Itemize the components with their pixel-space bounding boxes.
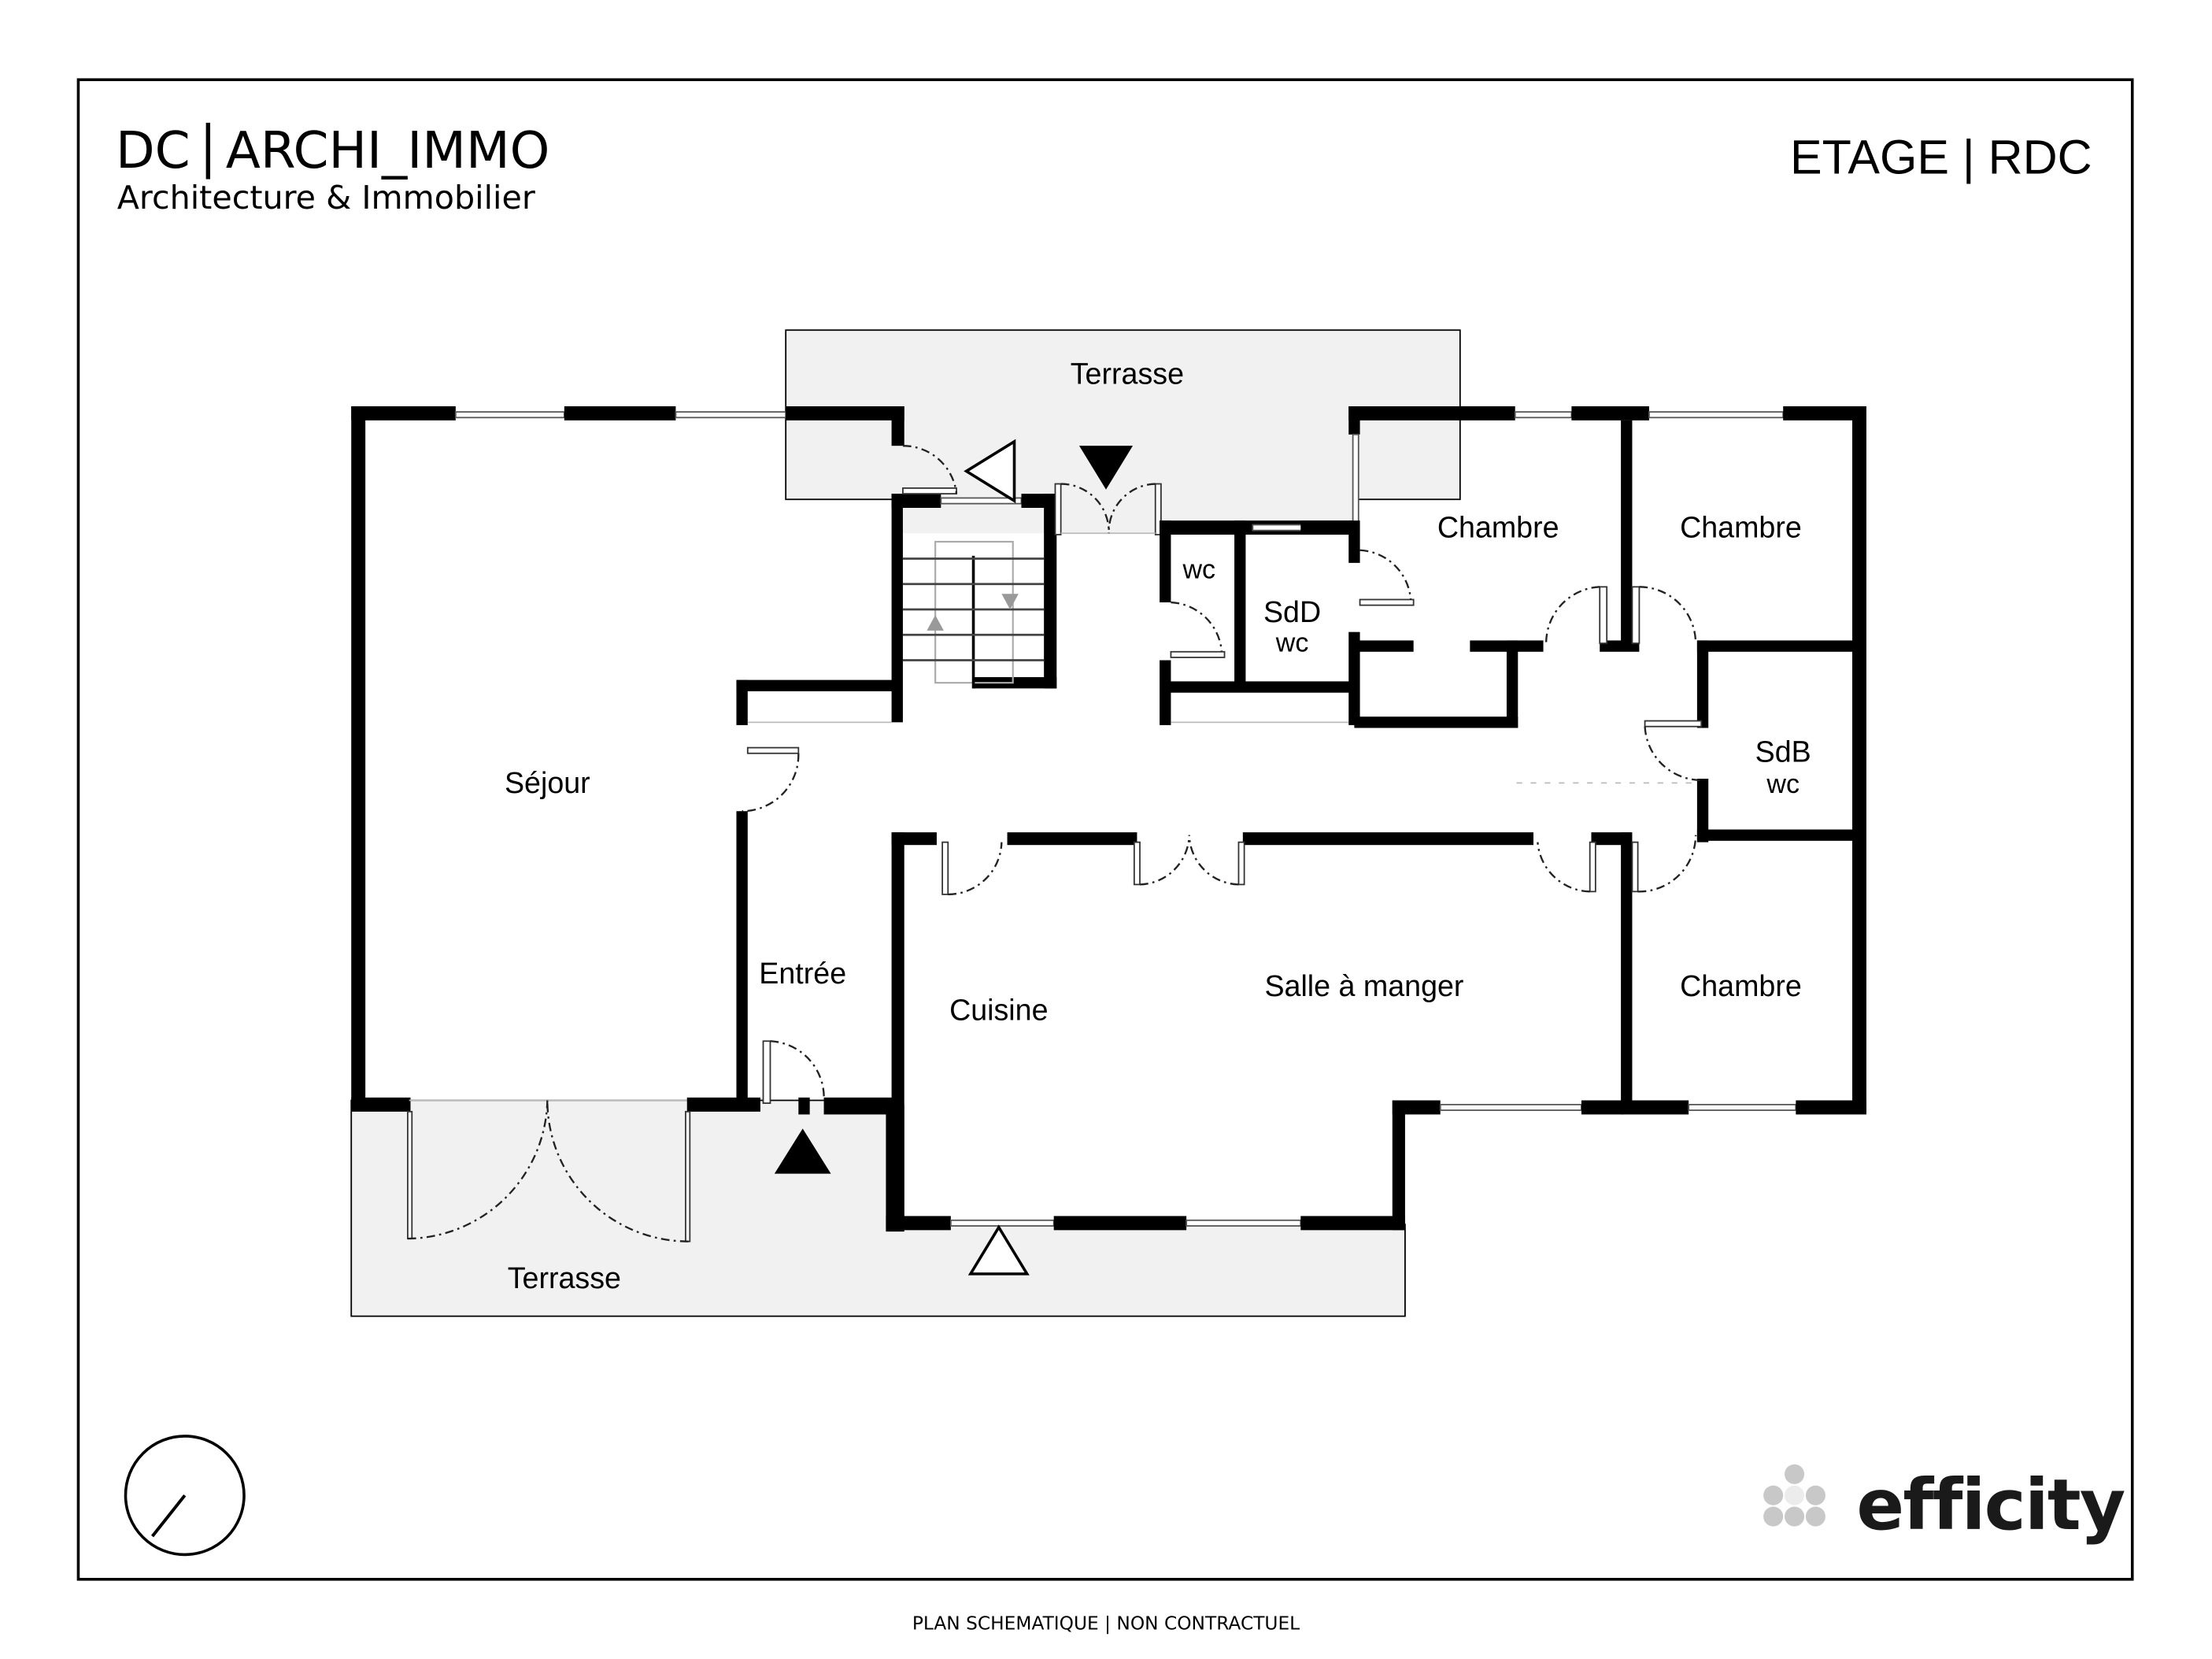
- brand-separator: [205, 122, 211, 180]
- compass-icon: [124, 1435, 246, 1557]
- room-label-entree: Entrée: [759, 957, 846, 990]
- efficity-wordmark: efficity: [1856, 1465, 2125, 1546]
- disclaimer-footer: PLAN SCHEMATIQUE | NON CONTRACTUEL: [912, 1613, 1300, 1634]
- brand-logo: DC ARCHI_IMMO Architecture & Immobilier: [116, 121, 549, 217]
- room-label-terrasse-north: Terrasse: [1071, 357, 1184, 390]
- brand-tagline: Architecture & Immobilier: [117, 179, 535, 217]
- thresholds: [409, 532, 1693, 1102]
- efficity-logo: efficity: [1763, 1464, 2126, 1546]
- room-label-sdd: SdD: [1263, 595, 1321, 628]
- entry-arrow-up-icon: [774, 1128, 831, 1174]
- room-label-wc: wc: [1182, 555, 1215, 585]
- floor-level-title: ETAGE | RDC: [1790, 130, 2092, 183]
- entry-arrow-up-outline-icon: [967, 1224, 1030, 1276]
- entry-arrow-down-icon: [1078, 446, 1134, 490]
- room-label-sdb: SdB: [1755, 735, 1811, 768]
- room-label-chambre-2: Chambre: [1680, 511, 1802, 544]
- room-label-chambre-3: Chambre: [1680, 969, 1802, 1002]
- staircase: [902, 540, 1045, 689]
- stair-down-arrow-icon: [1001, 594, 1019, 609]
- doors: [407, 445, 1703, 1242]
- room-label-chambre-1: Chambre: [1437, 511, 1559, 544]
- brand-initials: DC: [116, 121, 190, 180]
- room-label-cuisine: Cuisine: [949, 993, 1048, 1026]
- stair-up-arrow-icon: [927, 615, 944, 631]
- terrace-north-recess: [898, 414, 1353, 534]
- page-frame: [76, 78, 2134, 1581]
- room-label-sdd-wc: wc: [1275, 628, 1309, 658]
- room-label-sdb-wc: wc: [1766, 769, 1800, 799]
- walls: [351, 406, 1866, 1232]
- entry-arrow-left-icon: [964, 439, 1016, 504]
- room-label-terrasse-south: Terrasse: [508, 1261, 621, 1294]
- brand-name: ARCHI_IMMO: [226, 121, 550, 180]
- room-label-sejour: Séjour: [505, 766, 590, 799]
- efficity-dots-icon: [1763, 1464, 1825, 1527]
- room-label-salle-a-manger: Salle à manger: [1264, 969, 1463, 1002]
